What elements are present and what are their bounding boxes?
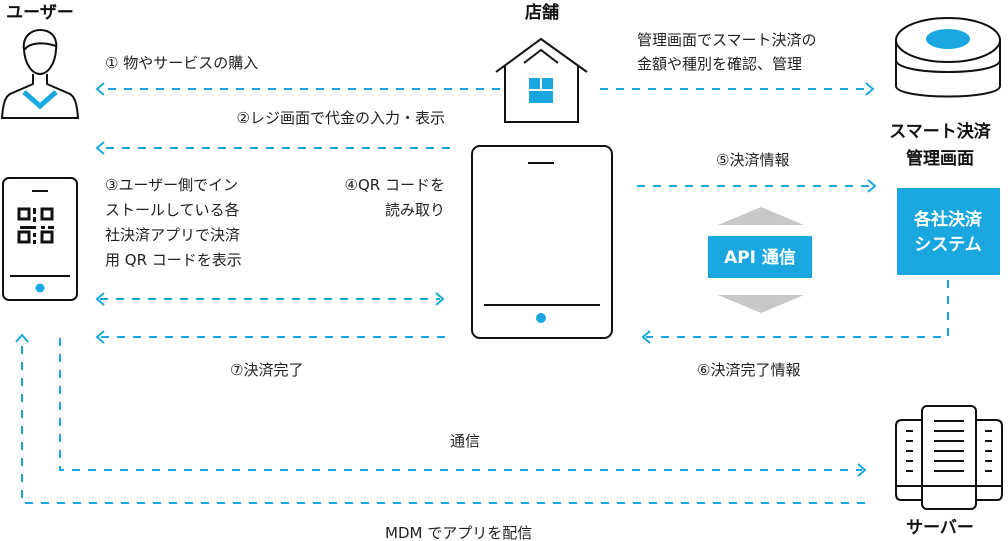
server-label: サーバー: [906, 518, 974, 538]
user-label: ユーザー: [6, 3, 74, 23]
step-7-label: ⑦決済完了: [230, 361, 303, 379]
api-up-arrow: [718, 207, 804, 225]
mdm-label: MDM でアプリを配信: [385, 524, 532, 541]
arrows: [15, 82, 949, 504]
step-5-label: ⑤決済情報: [716, 151, 789, 169]
payment-system-label-2: システム: [914, 235, 982, 255]
user-icon: [0, 28, 80, 119]
management-label-2: 管理画面: [906, 148, 974, 169]
store-label: 店舗: [525, 2, 559, 23]
database-icon: [895, 17, 1001, 98]
api-down-arrow: [718, 295, 804, 313]
step-4-line: 読み取り: [385, 201, 445, 219]
smartphone-qr-icon: [2, 177, 78, 301]
manage-line: 金額や種別を確認、管理: [637, 55, 802, 73]
step-3-line: 社決済アプリで決済: [105, 226, 240, 244]
tablet-icon: [471, 145, 613, 339]
management-label-1: スマート決済: [889, 121, 991, 142]
step-2-label: ②レジ画面で代金の入力・表示: [237, 109, 445, 127]
step-1-label: ① 物やサービスの購入: [105, 54, 258, 72]
api-label: API 通信: [724, 247, 796, 268]
step-3-line: ③ユーザー側でイン: [105, 176, 238, 194]
step-6-label: ⑥決済完了情報: [697, 361, 800, 379]
step-3-line: 用 QR コードを表示: [105, 251, 242, 269]
communication-label: 通信: [450, 432, 480, 450]
payment-system-label-1: 各社決済: [913, 209, 983, 230]
manage-line: 管理画面でスマート決済の: [637, 31, 817, 49]
step-3-line: ストールしている各: [105, 201, 240, 219]
server-icon: [895, 405, 1003, 510]
api-box: [708, 236, 812, 278]
step-4-line: ④QR コードを: [345, 176, 445, 194]
payment-system-box: [897, 188, 1000, 275]
store-icon: [495, 37, 588, 123]
